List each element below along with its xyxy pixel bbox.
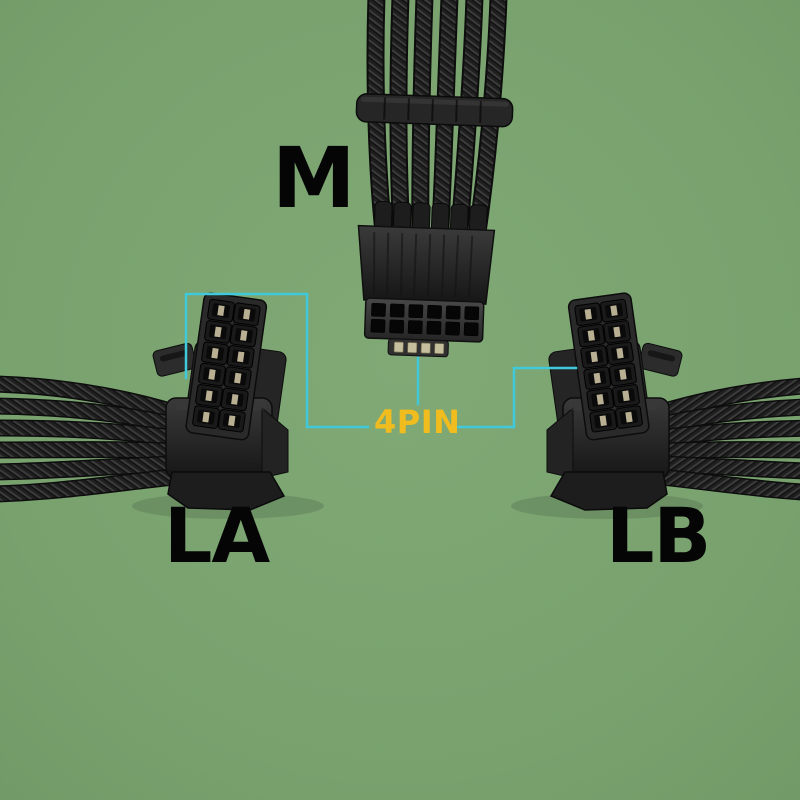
label-lb: LB [606, 491, 711, 580]
label-m: M [272, 129, 356, 227]
connector-lb [511, 292, 800, 519]
angle-connector-pin-grid [185, 292, 268, 441]
callout-line-lb [456, 366, 578, 429]
label-4pin: 4PIN [374, 403, 461, 441]
connector-la [0, 292, 324, 519]
connector-m [355, 0, 514, 358]
connector-m-pin-face [363, 297, 485, 343]
callout-lines [184, 292, 578, 429]
label-la: LA [164, 491, 270, 580]
cable-comb [355, 93, 514, 128]
sense-pins-4pin-m [387, 338, 449, 358]
callout-line-la [184, 292, 370, 429]
connector-m-body [357, 224, 496, 305]
